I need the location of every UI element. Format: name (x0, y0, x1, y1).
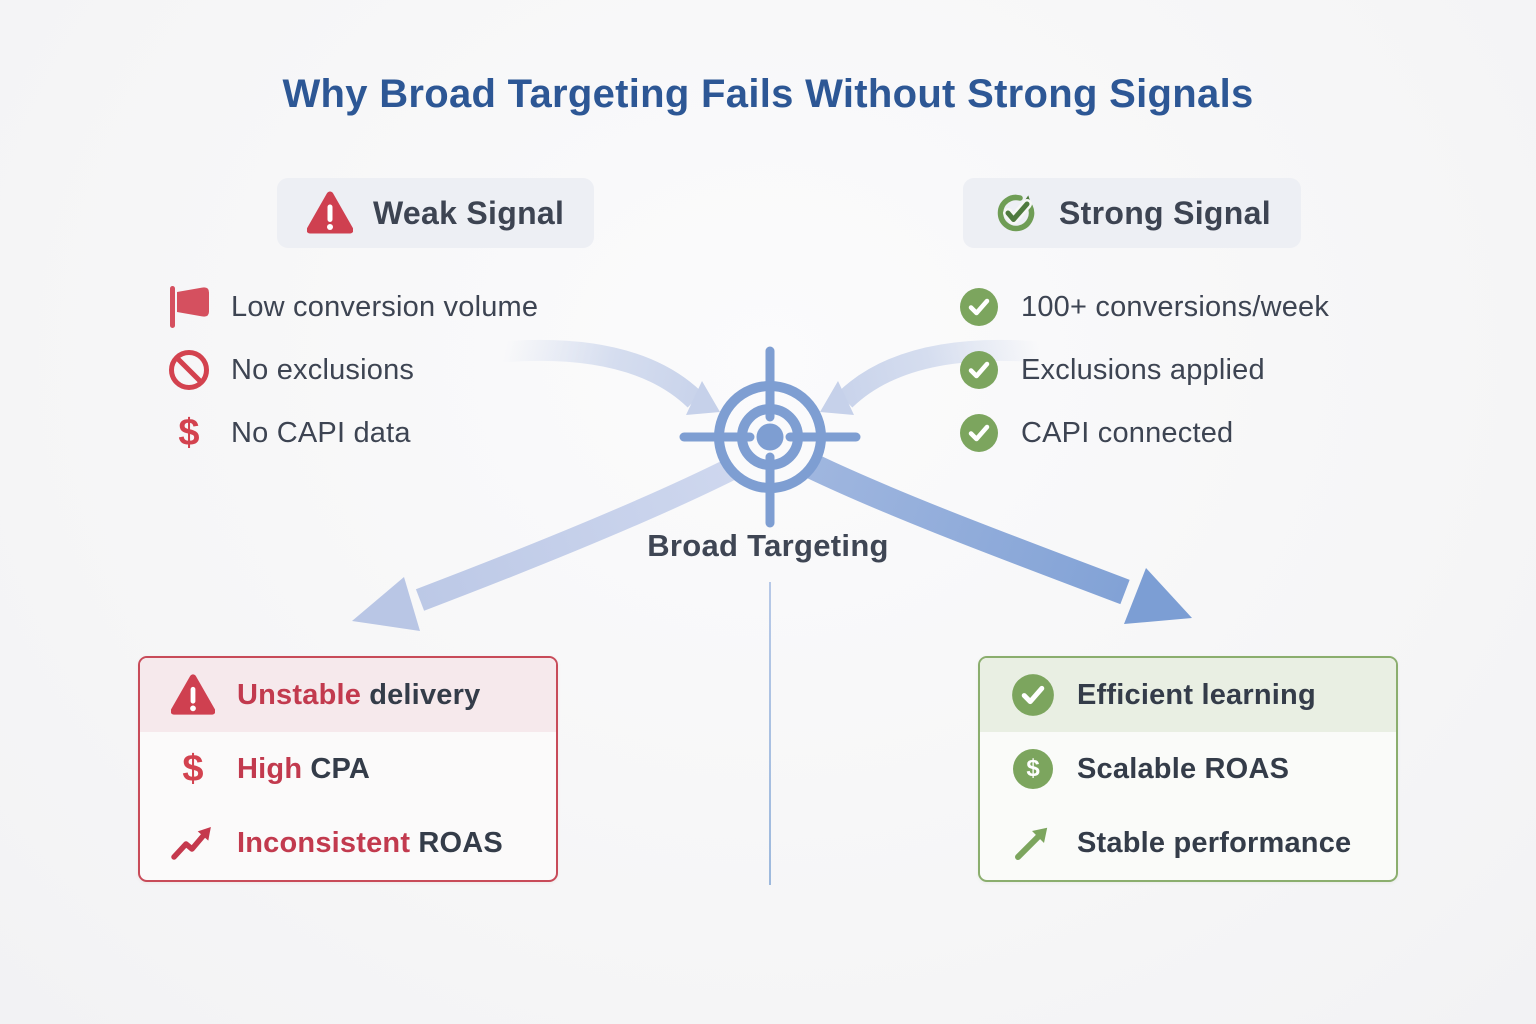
weak-item-label: Low conversion volume (231, 290, 539, 323)
strong-outcome-stable-performance: Stable performance (980, 806, 1396, 880)
circular-check-icon (993, 190, 1039, 236)
target-icon (679, 346, 861, 528)
dollar-circle-icon: $ (1010, 749, 1056, 789)
warning-triangle-icon (307, 190, 353, 236)
check-circle-icon (956, 350, 1002, 390)
no-entry-icon (166, 348, 212, 392)
warning-triangle-icon (170, 673, 216, 717)
strong-item-capi: CAPI connected (956, 409, 1233, 457)
arrow-target-to-strong-outcomes (806, 454, 1192, 624)
weak-item-no-capi: $ No CAPI data (166, 409, 411, 457)
strong-signal-header: Strong Signal (963, 178, 1301, 248)
weak-item-low-conversion: Low conversion volume (166, 283, 538, 331)
weak-signal-label: Weak Signal (373, 194, 565, 231)
weak-item-label: No exclusions (231, 353, 415, 386)
strong-item-label: Exclusions applied (1021, 353, 1265, 386)
strong-outcome-label: Scalable ROAS (1077, 752, 1290, 785)
dollar-icon: $ (178, 412, 200, 454)
strong-outcome-label: Efficient learning (1077, 678, 1316, 711)
flag-icon (166, 284, 212, 330)
check-circle-icon (1010, 673, 1056, 717)
weak-item-label: No CAPI data (231, 416, 411, 449)
page-title: Why Broad Targeting Fails Without Strong… (282, 72, 1254, 116)
strong-signal-label: Strong Signal (1059, 194, 1271, 231)
trend-up-icon (1010, 821, 1056, 865)
strong-item-exclusions: Exclusions applied (956, 346, 1265, 394)
arrow-target-to-weak-outcomes (352, 457, 739, 631)
strong-item-label: CAPI connected (1021, 416, 1234, 449)
broad-targeting-label: Broad Targeting (647, 528, 889, 563)
strong-outcome-efficient-learning: Efficient learning (980, 658, 1396, 732)
weak-item-no-exclusions: No exclusions (166, 346, 414, 394)
check-circle-icon (956, 287, 1002, 327)
strong-outcome-scalable-roas: $ Scalable ROAS (980, 732, 1396, 806)
check-circle-icon (956, 413, 1002, 453)
arrow-weak-to-target (499, 339, 720, 415)
arrow-strong-to-target (820, 339, 1041, 415)
strong-item-label: 100+ conversions/week (1021, 290, 1330, 323)
center-divider-line (769, 582, 771, 885)
dollar-icon: $ (182, 748, 204, 790)
strong-outcome-label: Stable performance (1077, 826, 1352, 859)
strong-outcomes-box: Efficient learning $ Scalable ROAS Stabl… (978, 656, 1398, 882)
strong-item-conversions: 100+ conversions/week (956, 283, 1329, 331)
weak-signal-header: Weak Signal (277, 178, 595, 248)
trend-up-icon (170, 821, 216, 865)
